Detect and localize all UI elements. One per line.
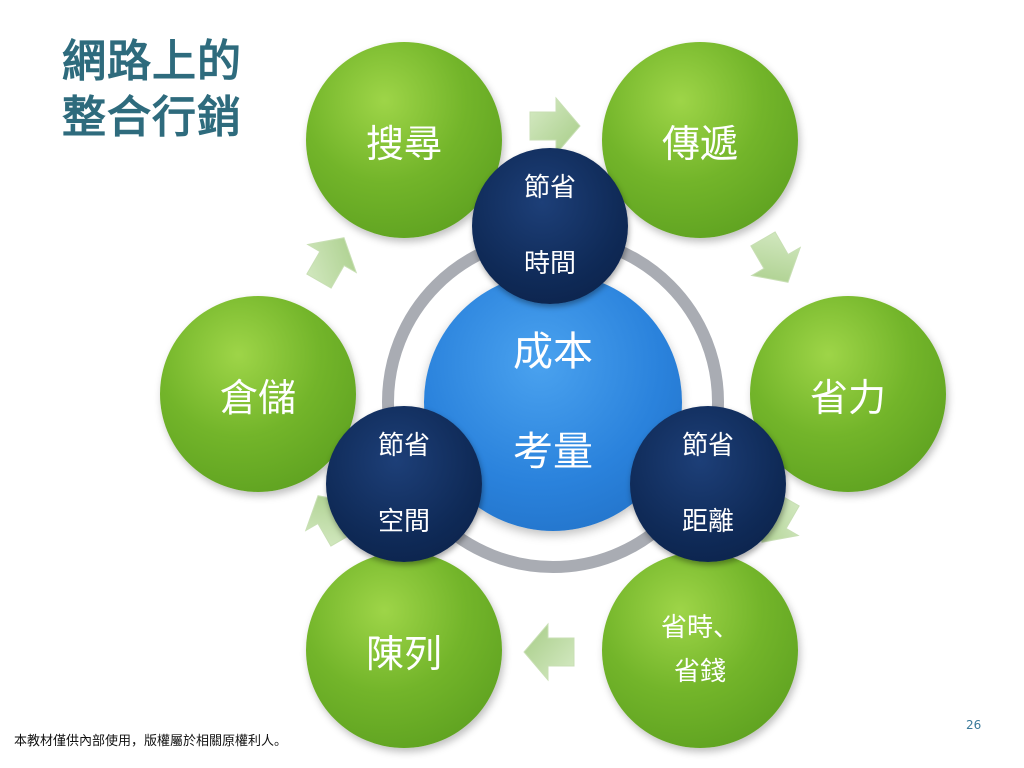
node-label-line-2: 距離	[681, 507, 734, 537]
node-label-line-1: 節省	[523, 173, 576, 203]
node-storage: 倉儲	[160, 296, 356, 492]
center-line-1: 成本	[513, 329, 593, 375]
node-label: 陳列	[365, 631, 442, 676]
center-line-2: 考量	[513, 429, 593, 475]
node-label-line-2: 時間	[523, 249, 576, 279]
node-label-line-2: 省錢	[673, 657, 726, 687]
node-search: 搜尋	[306, 42, 502, 238]
node-delivery: 傳遞	[602, 42, 798, 238]
footer-note: 本教材僅供內部使用，版權屬於相關原權利人。	[14, 734, 288, 749]
title-line-1: 網路上的	[62, 36, 242, 87]
arrow-icon	[306, 237, 358, 289]
node-labor: 省力	[750, 296, 946, 492]
node-label: 省力	[809, 375, 886, 420]
node-label: 倉儲	[219, 375, 296, 420]
title-line-2: 整合行銷	[62, 92, 242, 143]
arrow-icon	[750, 231, 802, 283]
arrow-icon	[523, 622, 575, 682]
page-number: 26	[966, 718, 982, 732]
node-label: 搜尋	[365, 121, 442, 166]
node-display: 陳列	[306, 552, 502, 748]
node-label-line-1: 節省	[377, 431, 430, 461]
node-label-line-1: 省時、	[660, 613, 739, 643]
node-save-time: 節省 時間	[472, 148, 628, 304]
page-title: 網路上的 整合行銷	[62, 34, 242, 146]
node-label-line-1: 節省	[681, 431, 734, 461]
node-label: 傳遞	[661, 121, 738, 166]
node-save-space: 節省 空間	[326, 406, 482, 562]
node-time-money: 省時、 省錢	[602, 552, 798, 748]
arrow-icon	[529, 96, 581, 156]
node-label-line-2: 空間	[377, 507, 430, 537]
node-save-distance: 節省 距離	[630, 406, 786, 562]
